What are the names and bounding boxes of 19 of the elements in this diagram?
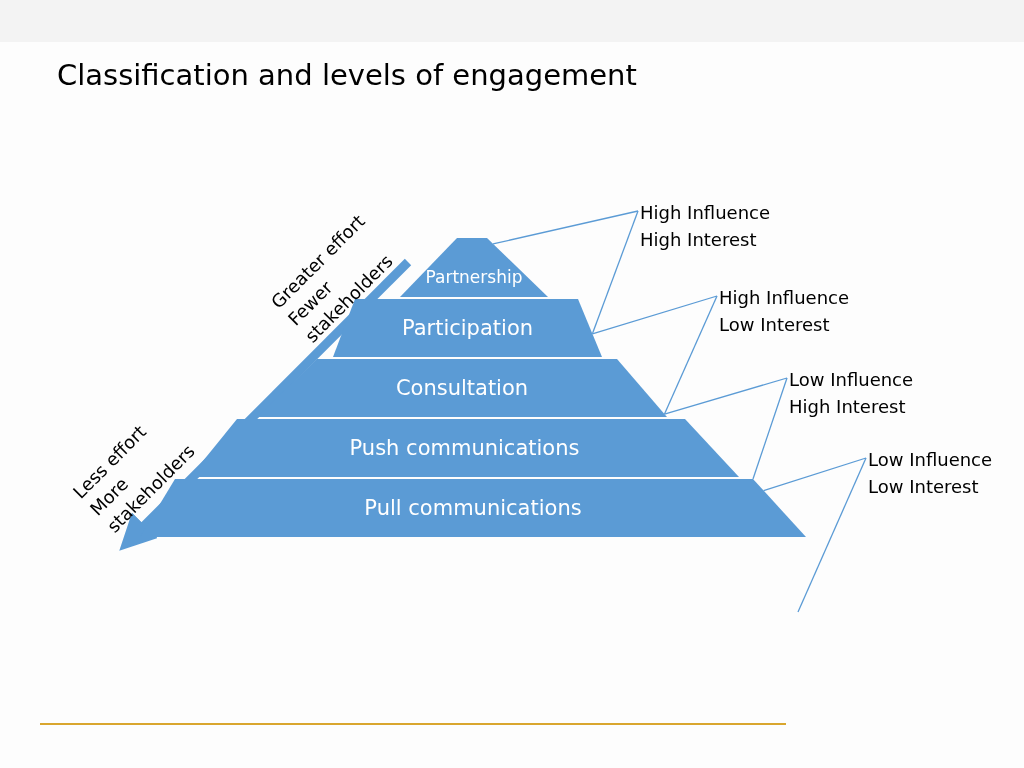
- tier-label: Partnership: [424, 266, 524, 287]
- bracket-line: [663, 377, 788, 415]
- callout-text: High Influence High Interest: [640, 199, 790, 253]
- slide-title: Classification and levels of engagement: [57, 58, 637, 92]
- bracket-line: [762, 457, 867, 492]
- bracket-line: [663, 295, 718, 415]
- bracket-line: [591, 295, 718, 335]
- tier-label: Consultation: [394, 376, 530, 400]
- callout-text: High Influence Low Interest: [719, 284, 869, 338]
- bracket-line: [752, 377, 788, 480]
- pyramid-tier: [257, 359, 667, 417]
- pyramid-tier: [400, 238, 548, 297]
- callout-text: Low Influence Low Interest: [868, 446, 1018, 500]
- bracket-line: [492, 210, 639, 245]
- bracket-line: [591, 210, 639, 335]
- bracket-line: [797, 457, 867, 613]
- callout-text: Low Influence High Interest: [789, 366, 939, 420]
- tier-label: Push communications: [348, 436, 581, 460]
- tier-label: Participation: [400, 316, 535, 340]
